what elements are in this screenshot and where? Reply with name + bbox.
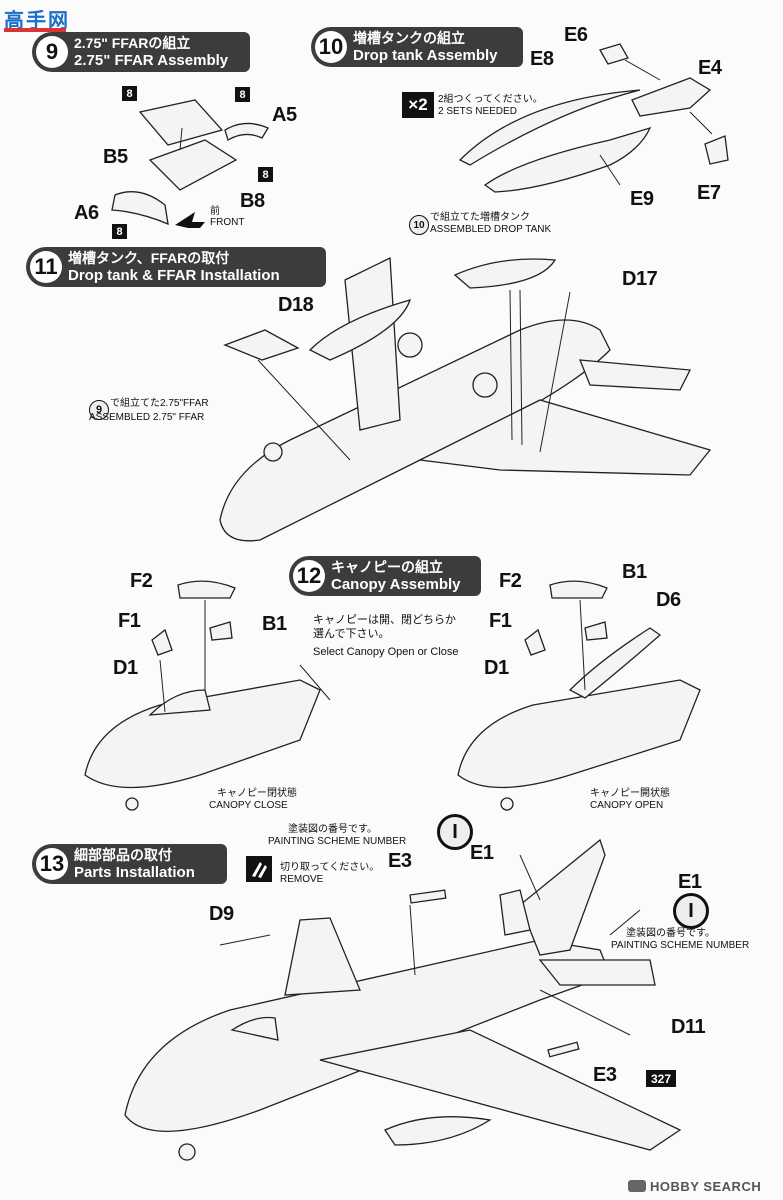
- sets-needed-jp: 2組つくってください。: [438, 94, 543, 105]
- step-9-title-jp: 2.75" FFARの組立: [74, 35, 191, 51]
- step-12-title-jp: キャノピーの組立: [331, 559, 443, 575]
- part-label-d6: D6: [656, 589, 681, 611]
- painting-scheme-jp: 塗装図の番号です。: [626, 928, 715, 939]
- step-9-number: 9: [36, 36, 68, 68]
- step-12-header: 12 キャノピーの組立 Canopy Assembly: [289, 556, 481, 596]
- part-label-f1: F1: [118, 610, 141, 632]
- step-10-title-jp: 増槽タンクの組立: [353, 30, 465, 46]
- watermark-underline: [4, 28, 66, 32]
- part-label-e1: E1: [470, 842, 494, 864]
- assembled-ffar-en: ASSEMBLED 2.75" FFAR: [89, 412, 205, 423]
- color-code-badge: 8: [258, 167, 273, 182]
- part-label-d11: D11: [671, 1016, 706, 1038]
- part-label-b1: B1: [622, 561, 647, 583]
- color-code-badge: 327: [646, 1070, 676, 1087]
- part-label-f1: F1: [489, 610, 512, 632]
- multiplier-badge: ×2: [402, 92, 434, 118]
- step-12-title-en: Canopy Assembly: [331, 576, 461, 593]
- step-11-header: 11 増槽タンク、FFARの取付 Drop tank & FFAR Instal…: [26, 247, 326, 287]
- canopy-open-jp: キャノピー開状態: [590, 788, 670, 799]
- remove-icon: [246, 856, 272, 882]
- step-9-title-en: 2.75" FFAR Assembly: [74, 52, 229, 69]
- painting-scheme-jp: 塗装図の番号です。: [288, 824, 377, 835]
- step-10-title-en: Drop tank Assembly: [353, 47, 498, 64]
- step-ref-10: 10: [409, 215, 429, 235]
- step-13-header: 13 細部部品の取付 Parts Installation: [32, 844, 227, 884]
- part-label-f2: F2: [130, 570, 153, 592]
- part-label-f2: F2: [499, 570, 522, 592]
- drop-tank-parts: [458, 43, 729, 193]
- part-label-e7: E7: [697, 182, 721, 204]
- color-code-badge: 8: [122, 86, 137, 101]
- assembled-drop-tank-en: ASSEMBLED DROP TANK: [430, 224, 552, 235]
- aircraft-canopy-open: [457, 580, 701, 811]
- step-ref-9: 9: [89, 400, 109, 420]
- part-label-d1: D1: [484, 657, 509, 679]
- canopy-close-en: CANOPY CLOSE: [209, 800, 288, 811]
- front-label-en: FRONT: [210, 217, 245, 228]
- part-label-b8: B8: [240, 190, 265, 212]
- step-10-number: 10: [315, 31, 347, 63]
- step-10-header: 10 増槽タンクの組立 Drop tank Assembly: [311, 27, 523, 67]
- ffar-pod-parts: [111, 99, 269, 228]
- step-13-title-jp: 細部部品の取付: [74, 847, 172, 863]
- part-label-e3: E3: [388, 850, 412, 872]
- front-label-jp: 前: [210, 206, 220, 217]
- part-label-e6: E6: [564, 24, 588, 46]
- part-label-e3: E3: [593, 1064, 617, 1086]
- hobby-search-icon: [628, 1180, 646, 1192]
- part-label-a6: A6: [74, 202, 99, 224]
- step-11-title-en: Drop tank & FFAR Installation: [68, 267, 280, 284]
- painting-scheme-badge: I: [673, 893, 709, 929]
- remove-en: REMOVE: [280, 874, 324, 885]
- watermark-logo: 高手网: [4, 10, 70, 32]
- part-label-e9: E9: [630, 188, 654, 210]
- part-label-b5: B5: [103, 146, 128, 168]
- sets-needed-en: 2 SETS NEEDED: [438, 106, 517, 117]
- assembled-ffar-jp: で組立てた2.75"FFAR: [110, 398, 209, 409]
- part-label-d17: D17: [622, 268, 658, 290]
- painting-scheme-en: PAINTING SCHEME NUMBER: [611, 940, 750, 951]
- step-13-title-en: Parts Installation: [74, 864, 195, 881]
- remove-jp: 切り取ってください。: [280, 862, 380, 873]
- part-label-e4: E4: [698, 57, 722, 79]
- part-label-a5: A5: [272, 104, 297, 126]
- aircraft-step11: [219, 256, 712, 542]
- select-canopy-jp-2: 選んで下さい。: [313, 628, 390, 640]
- canopy-open-en: CANOPY OPEN: [590, 800, 664, 811]
- hobby-search-text: HOBBY SEARCH: [650, 1178, 762, 1194]
- step-13-number: 13: [36, 848, 68, 880]
- select-canopy-jp-1: キャノピーは開、閉どちらか: [313, 614, 456, 626]
- part-label-e1: E1: [678, 871, 702, 893]
- hobby-search-logo: HOBBY SEARCH: [628, 1176, 778, 1196]
- assembled-drop-tank-jp: で組立てた増槽タンク: [430, 212, 530, 223]
- aircraft-canopy-close: [84, 580, 331, 811]
- part-label-d18: D18: [278, 294, 314, 316]
- part-label-d1: D1: [113, 657, 138, 679]
- step-9-header: 9 2.75" FFARの組立 2.75" FFAR Assembly: [32, 32, 250, 72]
- part-label-d9: D9: [209, 903, 234, 925]
- canopy-close-jp: キャノピー閉状態: [217, 788, 297, 799]
- painting-scheme-en: PAINTING SCHEME NUMBER: [268, 836, 407, 847]
- step-11-title-jp: 増槽タンク、FFARの取付: [68, 250, 230, 266]
- part-label-b1: B1: [262, 613, 287, 635]
- aircraft-step13: [124, 838, 682, 1161]
- part-label-e8: E8: [530, 48, 554, 70]
- step-11-number: 11: [30, 251, 62, 283]
- painting-scheme-badge: I: [437, 814, 473, 850]
- color-code-badge: 8: [112, 224, 127, 239]
- select-canopy-en: Select Canopy Open or Close: [313, 646, 459, 658]
- color-code-badge: 8: [235, 87, 250, 102]
- step-12-number: 12: [293, 560, 325, 592]
